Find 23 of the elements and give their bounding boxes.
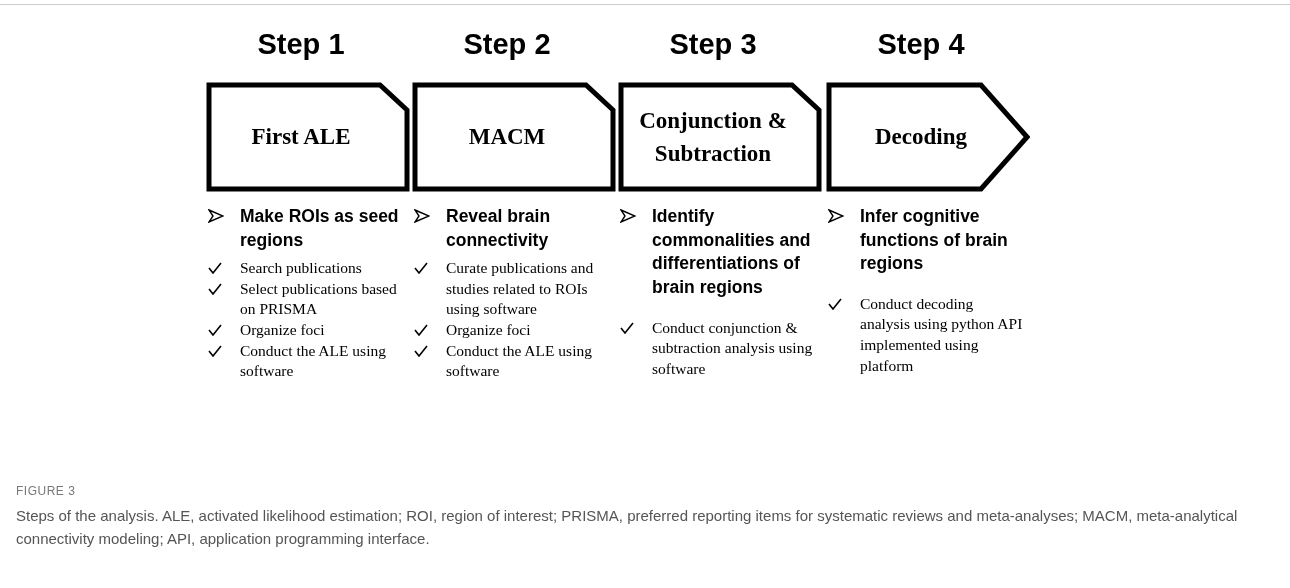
step-goal: Reveal brain connectivity bbox=[446, 205, 552, 252]
figure-label: FIGURE 3 bbox=[16, 484, 76, 498]
step-label: Step 3 bbox=[668, 28, 758, 61]
caption: Steps of the analysis. ALE, activated likelihood estimation; ROI, region of interest; PRISMA, preferred reporting items for systematic reviews and meta-analyses; MACM, meta-analytical connectivity modeling; API, application programming interface. bbox=[16, 506, 1239, 549]
step-label: Step 1 bbox=[256, 28, 346, 61]
task-item: Conduct decoding analysis using python API implemented using platform bbox=[860, 293, 1024, 376]
task-item: Conduct the ALE using software bbox=[446, 340, 593, 382]
step-title: Decoding bbox=[874, 123, 968, 152]
task-item: Organize foci bbox=[240, 320, 326, 341]
task-item: Organize foci bbox=[446, 320, 532, 341]
task-item: Select publications based on PRISMA bbox=[240, 278, 398, 320]
step-title: Conjunction & Subtraction bbox=[638, 106, 788, 168]
task-item: Conduct the ALE using software bbox=[240, 340, 387, 382]
step-goal: Infer cognitive functions of brain regions bbox=[860, 205, 1009, 276]
task-item: Curate publications and studies related to ROIs using software bbox=[446, 258, 595, 320]
step-goal: Identify commonalities and differentiations of brain regions bbox=[652, 205, 812, 299]
task-item: Search publications bbox=[240, 258, 363, 279]
task-item: Conduct conjunction & subtraction analysis using software bbox=[652, 317, 814, 379]
step-goal: Make ROIs as seed regions bbox=[240, 205, 400, 252]
step-title: First ALE bbox=[250, 123, 352, 152]
step-title: MACM bbox=[467, 123, 547, 152]
step-label: Step 2 bbox=[462, 28, 552, 61]
step-label: Step 4 bbox=[876, 28, 966, 61]
